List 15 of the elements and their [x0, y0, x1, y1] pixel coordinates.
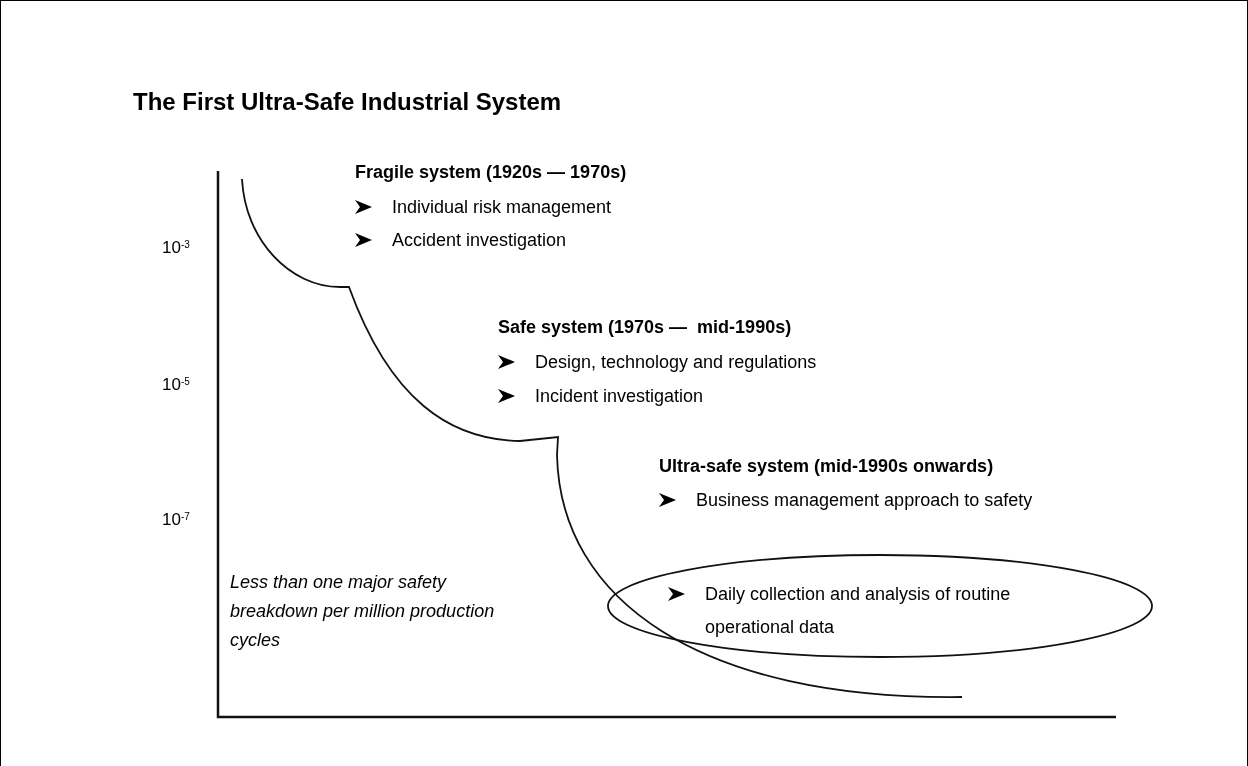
- bullet-text: Individual risk management: [392, 196, 612, 219]
- bullet-text: Accident investigation: [392, 229, 567, 252]
- section-heading: Ultra-safe system (mid-1990s onwards): [659, 455, 995, 478]
- axis-tick-label: 10$^{-5}$: [162, 374, 190, 396]
- bullet-text: Daily collection and analysis of routine operational data: [705, 583, 1012, 639]
- axis-tick-label: 10$^{-3}$: [162, 237, 190, 259]
- section-heading: Fragile system (1920s — 1970s): [355, 161, 628, 184]
- section-heading: Safe system (1970s — mid-1990s): [498, 316, 793, 339]
- highlight-ellipse: [606, 553, 1154, 659]
- diagram-title: The First Ultra-Safe Industrial System: [133, 87, 562, 117]
- note-text: Less than one major safety breakdown per million production cycles: [230, 571, 496, 652]
- axis-tick-label: 10$^{-7}$: [162, 509, 190, 531]
- bullet-text: Business management approach to safety: [696, 489, 1033, 512]
- bullet-text: Design, technology and regulations: [535, 351, 817, 374]
- bullet-text: Incident investigation: [535, 385, 704, 408]
